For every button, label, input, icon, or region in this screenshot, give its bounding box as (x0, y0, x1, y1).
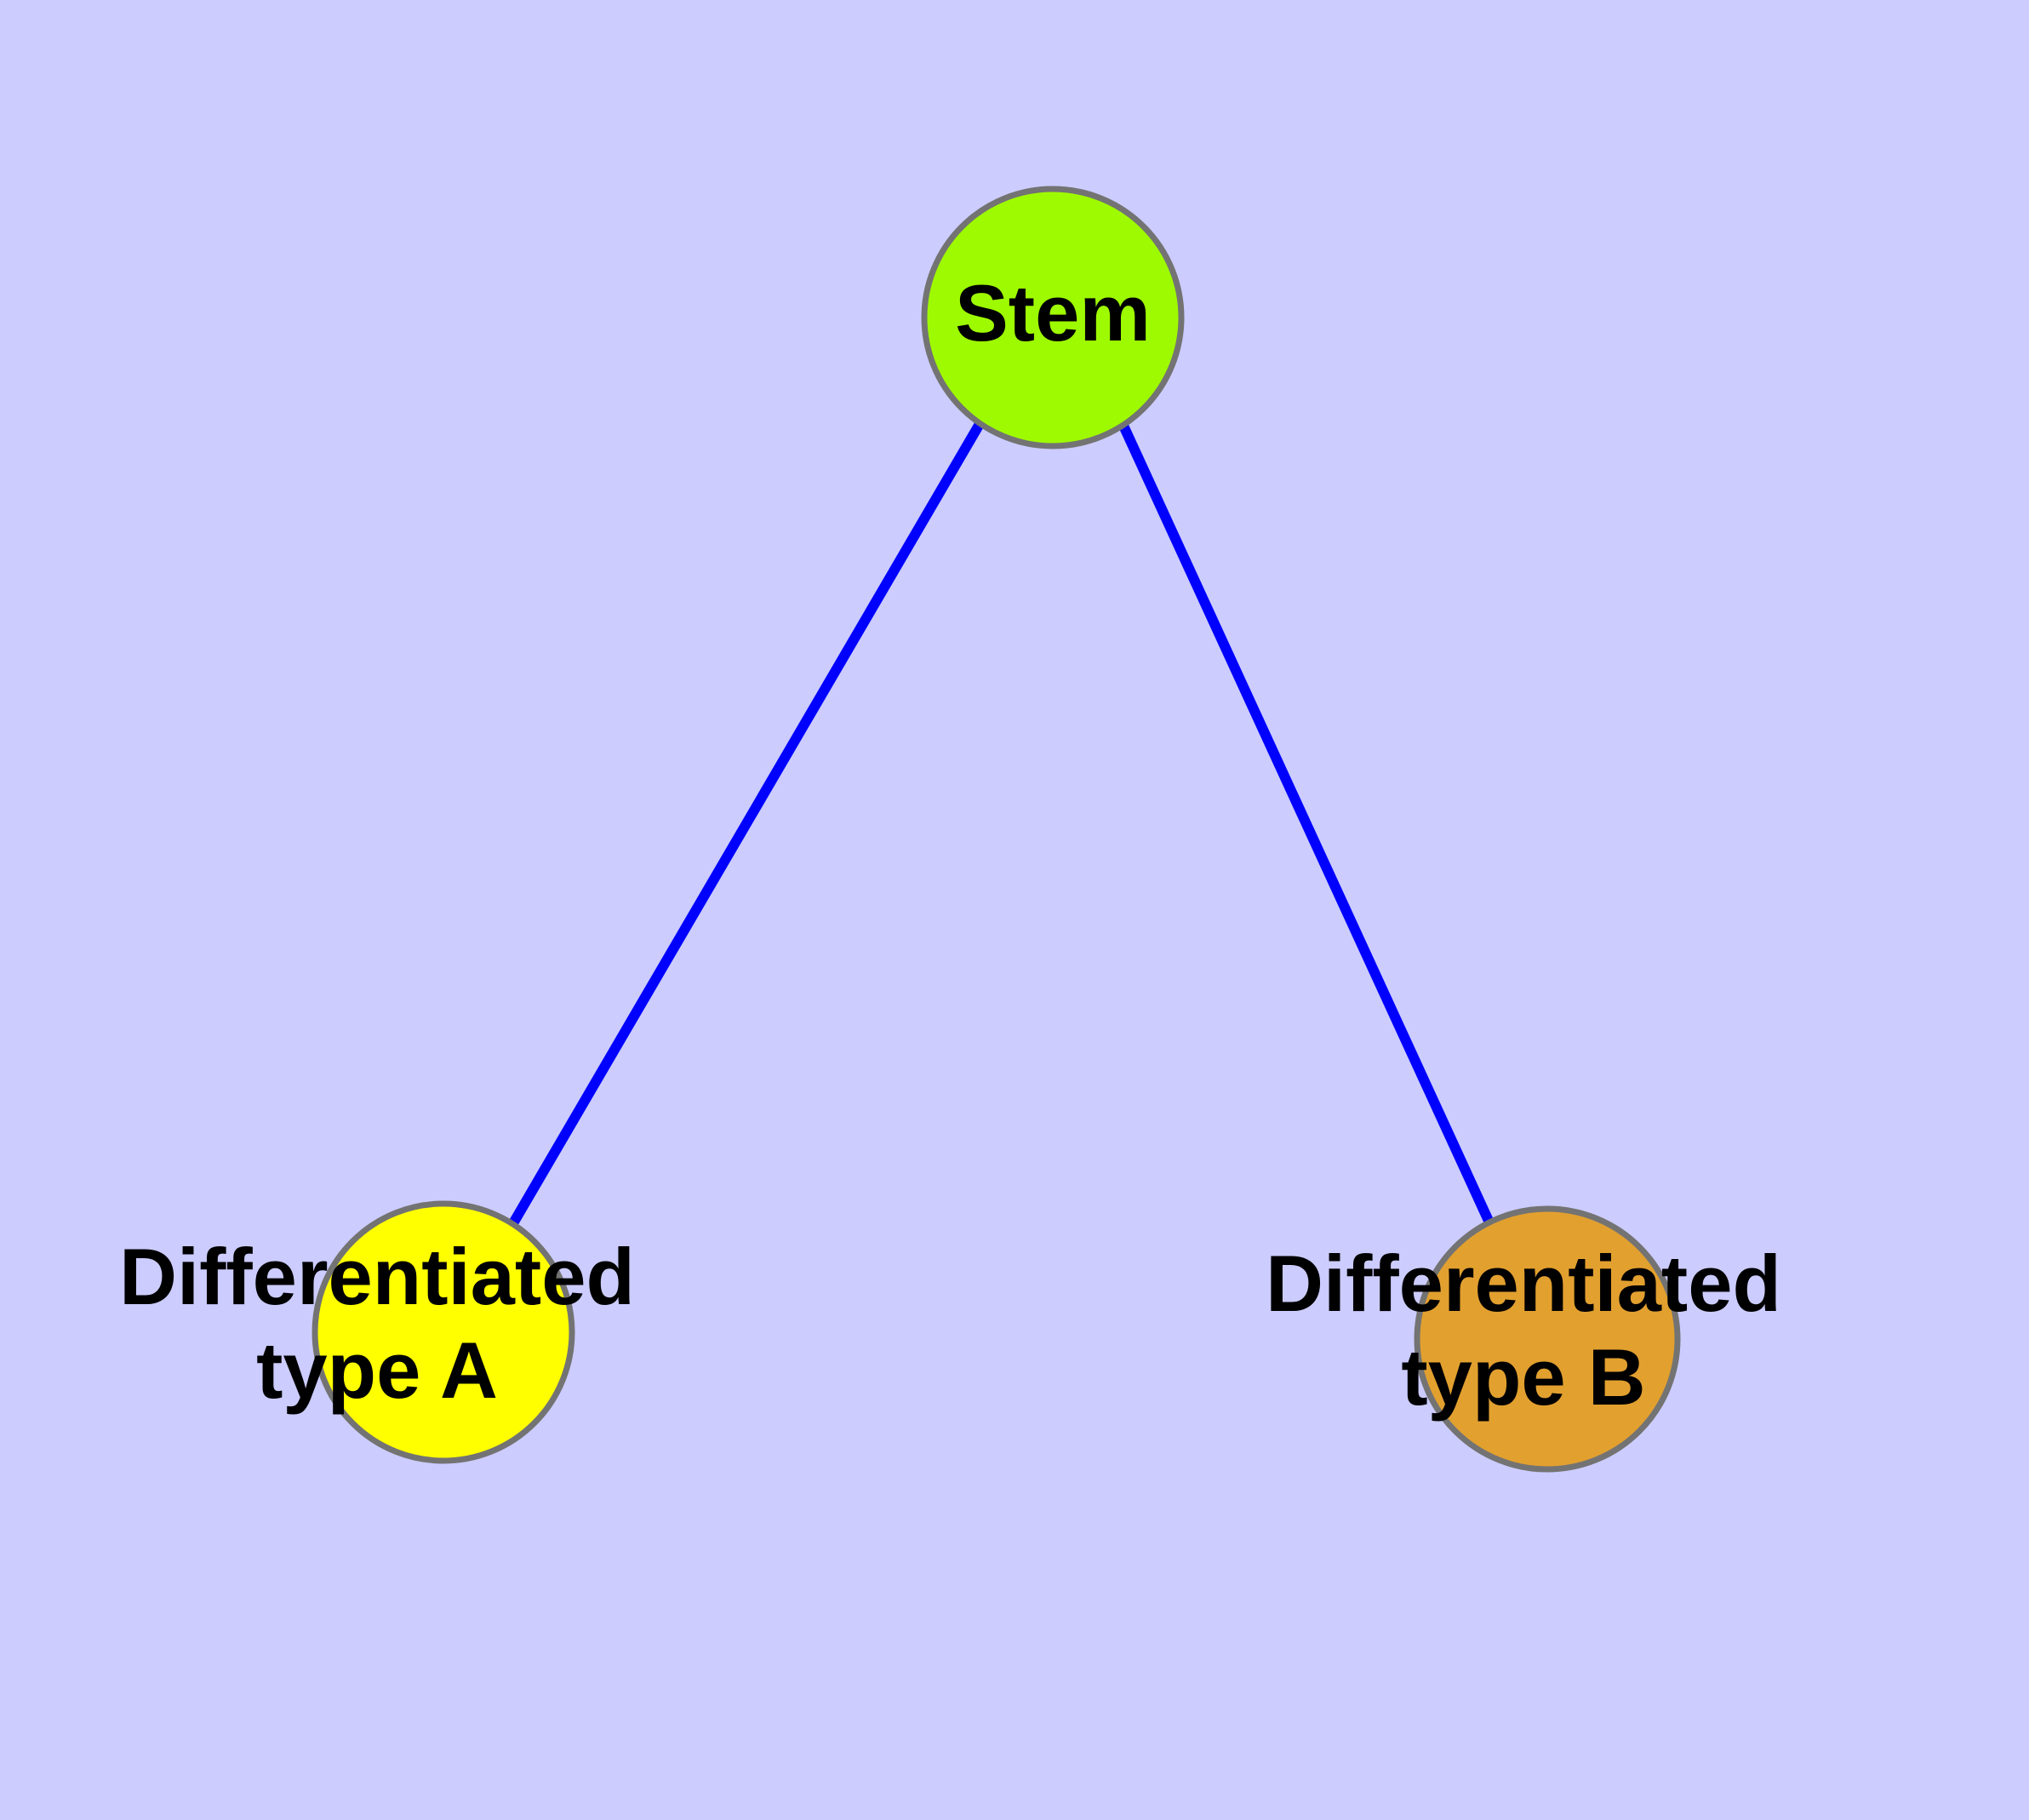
node-circle-diff-b[interactable] (1414, 1205, 1681, 1473)
node-circle-diff-a[interactable] (311, 1200, 575, 1464)
node-diff-a[interactable] (311, 1200, 575, 1464)
node-label-line: Differentiated (1266, 1239, 1781, 1328)
node-circle-stem[interactable] (921, 186, 1185, 449)
node-label-line: type A (256, 1325, 498, 1415)
edges-group (508, 421, 1494, 1227)
node-stem[interactable] (921, 186, 1185, 449)
node-label-stem: Stem (955, 268, 1151, 358)
edge-stem-to-diff-a[interactable] (508, 421, 985, 1227)
node-label-line: type B (1401, 1332, 1645, 1422)
edge-stem-to-diff-b[interactable] (1118, 423, 1494, 1223)
node-label-line: Differentiated (119, 1232, 635, 1321)
node-label-line: Stem (955, 268, 1151, 358)
node-diff-b[interactable] (1414, 1205, 1681, 1473)
